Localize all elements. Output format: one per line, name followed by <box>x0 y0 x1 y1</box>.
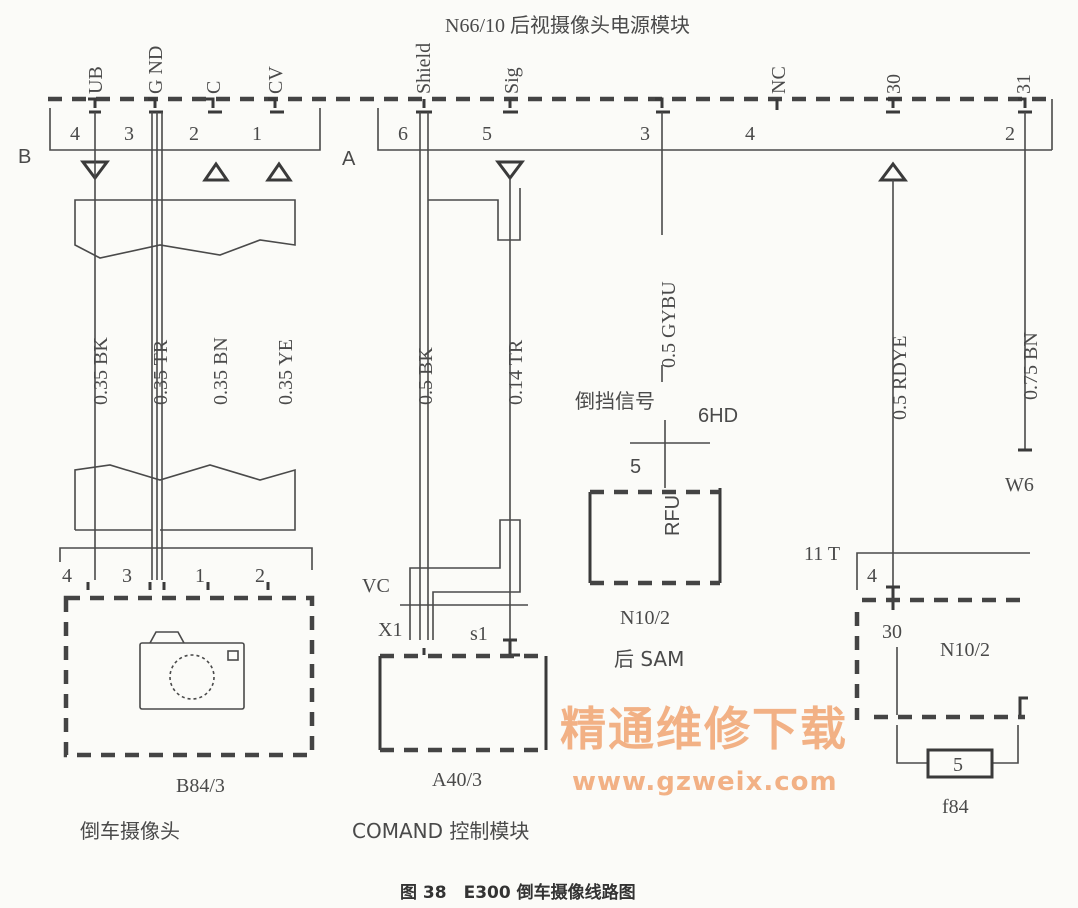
pin-number: 3 <box>124 123 134 145</box>
wire-label-rdye: 0.5 RDYE <box>889 336 911 420</box>
fuse-connector-label: 11 T <box>804 543 840 565</box>
watermark-url: www.gzweix.com <box>572 767 838 797</box>
pin-label-sig: Sig <box>501 67 523 94</box>
pin-number: 6 <box>398 123 408 145</box>
pin-label-c: C <box>203 81 225 94</box>
pin-number: 2 <box>189 123 199 145</box>
comand-wires <box>400 112 528 640</box>
pin-label-nc: NC <box>768 66 790 94</box>
sam-connector-label: 6HD <box>698 405 738 427</box>
wire-label-cv: 0.35 YE <box>275 339 297 405</box>
wire-label-gybu: 0.5 GYBU <box>658 281 680 368</box>
pin-label-ub: UB <box>85 66 107 94</box>
camera-name: 倒车摄像头 <box>80 819 180 843</box>
pin-label-shield: Shield <box>413 43 435 94</box>
camera-icon <box>139 631 245 710</box>
pin-number: 2 <box>1005 123 1015 145</box>
shield-triangles <box>80 160 908 182</box>
pin-number: 5 <box>482 123 492 145</box>
sam-pin-number: 5 <box>630 456 641 478</box>
wire-label-c: 0.35 BN <box>210 337 232 405</box>
pin-number: 3 <box>640 123 650 145</box>
wire-label-shield: 0.5 BK <box>415 347 437 405</box>
fuse-box-code: N10/2 <box>940 639 990 661</box>
comand-name: COMAND 控制模块 <box>352 819 529 843</box>
terminal-30-label: 30 <box>882 621 902 643</box>
pin-number: 3 <box>122 565 132 587</box>
camera-code: B84/3 <box>176 775 225 797</box>
connector-a-label: A <box>342 148 356 170</box>
fuse-label: f84 <box>942 796 969 818</box>
wire-label-ub: 0.35 BK <box>90 337 112 405</box>
ground-wire: 0.75 BN W6 <box>1005 112 1042 496</box>
pin-label-31: 31 <box>1013 74 1035 94</box>
vc-label: VC <box>362 575 390 597</box>
connector-a: A 6 5 3 4 2 <box>342 108 1052 170</box>
camera-module: 4 3 1 2 B84/3 倒车摄像头 <box>59 547 315 843</box>
watermark-title: 精通维修下载 <box>560 702 848 756</box>
wire-label-gnd: 0.35 TR <box>150 339 172 405</box>
pin-number: 4 <box>70 123 80 145</box>
pin-label-cv: CV <box>265 66 287 94</box>
connector-b: B 4 3 2 1 <box>18 108 321 168</box>
pin-number: 4 <box>745 123 755 145</box>
fuse-box: 0.5 RDYE 11 T 4 30 N10/2 5 f84 <box>804 180 1030 818</box>
sam-name: 后 SAM <box>614 647 684 671</box>
pin-terminals <box>88 97 1032 114</box>
fuse-pin-number: 4 <box>867 565 877 587</box>
pin-label-30: 30 <box>883 74 905 94</box>
s1-label: s1 <box>470 623 488 645</box>
comand-code: A40/3 <box>432 769 482 791</box>
fuse-number: 5 <box>953 754 963 776</box>
pin-number: 1 <box>252 123 262 145</box>
wire-label-sig: 0.14 TR <box>505 339 527 405</box>
wire-label-bn: 0.75 BN <box>1020 332 1042 400</box>
top-pin-labels: UB G ND C CV Shield Sig NC 30 31 <box>85 43 1035 94</box>
module-title: N66/10 后视摄像头电源模块 <box>445 14 690 37</box>
rear-sam: 0.5 GYBU 倒挡信号 6HD 5 RFU N10/2 后 SAM <box>575 112 738 671</box>
pin-number: 2 <box>255 565 265 587</box>
x1-label: X1 <box>378 619 402 641</box>
reverse-signal-label: 倒挡信号 <box>575 389 655 413</box>
sam-pin-name: RFU <box>662 495 684 536</box>
camera-wires <box>74 112 296 580</box>
pin-label-gnd: G ND <box>145 46 167 94</box>
pin-number: 1 <box>195 565 205 587</box>
connector-b-label: B <box>18 146 31 168</box>
pin-number: 4 <box>62 565 72 587</box>
fuse-icon <box>926 748 994 779</box>
ground-label: W6 <box>1005 474 1034 496</box>
comand-module: VC X1 s1 A40/3 COMAND 控制模块 <box>352 575 548 843</box>
figure-caption: 图 38 E300 倒车摄像线路图 <box>400 882 636 903</box>
sam-code: N10/2 <box>620 607 670 629</box>
